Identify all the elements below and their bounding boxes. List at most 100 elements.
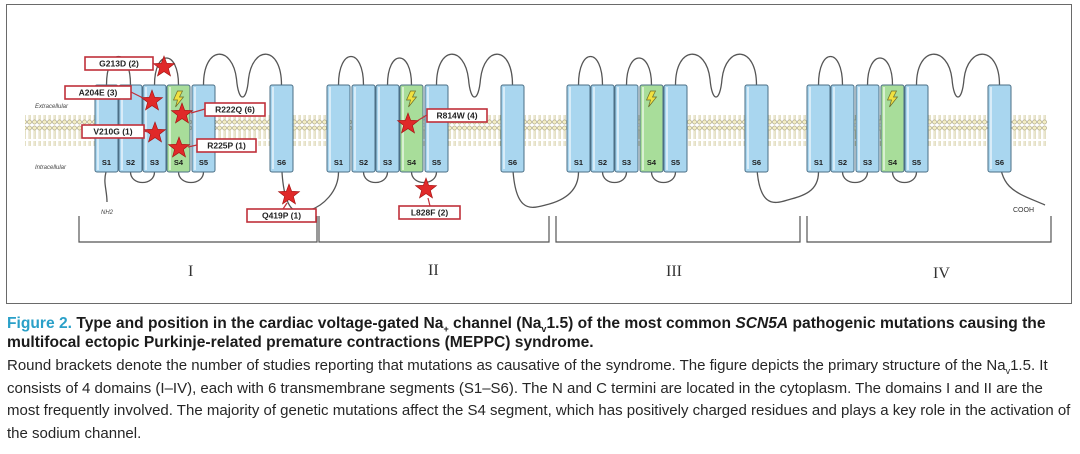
- mutation-markers: G213D (2) A204E (3) V210G (1) R222Q (6) R225…: [64, 55, 488, 223]
- body-part-1: Round brackets denote the number of stud…: [7, 357, 1006, 374]
- segment-d2-s1: [326, 84, 351, 173]
- segment-label: S6: [995, 158, 1004, 167]
- segment-d3-s5: [663, 84, 688, 173]
- segment-label: S5: [199, 158, 208, 167]
- segment-label: S1: [102, 158, 111, 167]
- title-part-3: 1.5) of the most common: [546, 315, 736, 332]
- voltage-sensor-bolt-icon: [405, 90, 418, 108]
- domain-label-3: III: [666, 263, 682, 280]
- segment-d3-s1: [566, 84, 591, 173]
- star-r222q: [170, 102, 194, 124]
- bracket-domain-2: [318, 216, 550, 243]
- segment-d2-s2: [351, 84, 376, 173]
- segment-d3-s6: [744, 84, 769, 173]
- segment-d4-s5: [904, 84, 929, 173]
- segment-d4-s4: [880, 84, 905, 173]
- star-g213d: [152, 55, 176, 77]
- segment-d1-s6: [269, 84, 294, 173]
- bracket-domain-4: [806, 216, 1052, 243]
- mutation-connector: [282, 202, 288, 210]
- mutation-connector: [187, 144, 198, 148]
- mutation-label: V210G (1): [93, 127, 132, 137]
- segment-d2-s3: [375, 84, 400, 173]
- title-part-4: pathogenic mutations causing the multifo…: [7, 315, 1046, 351]
- domain-label-1: I: [188, 263, 193, 280]
- mutation-label: Q419P (1): [262, 211, 301, 221]
- backbone-loops: [104, 53, 1046, 213]
- domain-brackets: [78, 216, 1052, 243]
- segment-d4-s6: [987, 84, 1012, 173]
- segment-d4-s1: [806, 84, 831, 173]
- mutation-connector: [190, 108, 206, 114]
- mutation-label: R814W (4): [436, 111, 477, 121]
- segment-label: S3: [622, 158, 631, 167]
- mutation-label: R222Q (6): [215, 105, 255, 115]
- caption-body: Round brackets denote the number of stud…: [7, 355, 1073, 445]
- backbone-path: [104, 53, 1046, 213]
- bracket-domain-1: [78, 216, 318, 243]
- segment-label: S3: [863, 158, 872, 167]
- segment-d4-s3: [855, 84, 880, 173]
- voltage-sensor-bolt-icon: [172, 90, 185, 108]
- mutation-label: G213D (2): [99, 59, 139, 69]
- domain-label-4: IV: [933, 265, 950, 282]
- body-sub-v: v: [1005, 366, 1011, 376]
- voltage-sensor-bolt-icon: [886, 90, 899, 108]
- segment-label: S4: [647, 158, 657, 167]
- segment-label: S6: [508, 158, 517, 167]
- n-terminus-label: NH2: [101, 210, 114, 216]
- mutation-label: R225P (1): [207, 141, 246, 151]
- domain-label-2: II: [428, 262, 439, 279]
- segment-d3-s3: [614, 84, 639, 173]
- extracellular-label: Extracellular: [35, 104, 69, 110]
- segment-label: S2: [838, 158, 847, 167]
- mutation-connector: [427, 197, 431, 207]
- mutation-label: L828F (2): [411, 208, 448, 218]
- mutation-connector: [152, 62, 158, 67]
- star-r814w: [396, 112, 420, 134]
- segment-label: S2: [598, 158, 607, 167]
- segment-label: S5: [912, 158, 921, 167]
- segment-label: S6: [277, 158, 286, 167]
- segment-label: S3: [383, 158, 392, 167]
- body-part-2: 1.5. It consists of 4 domains (I–IV), ea…: [7, 357, 1071, 442]
- segment-label: S5: [671, 158, 680, 167]
- segment-label: S6: [752, 158, 761, 167]
- title-sub-plus: +: [443, 324, 449, 335]
- mutation-label: A204E (3): [79, 88, 118, 98]
- bracket-domain-3: [555, 216, 801, 243]
- segment-d3-s4: [639, 84, 664, 173]
- mutation-connector: [416, 114, 428, 122]
- star-r225p: [167, 136, 191, 158]
- voltage-sensor-bolt-icon: [645, 90, 658, 108]
- title-sub-v: v: [541, 324, 547, 335]
- figure-caption: Figure 2. Type and position in the cardi…: [7, 314, 1073, 445]
- segment-label: S2: [359, 158, 368, 167]
- figure-label: Figure 2.: [7, 315, 72, 332]
- segment-label: S2: [126, 158, 135, 167]
- segment-label: S4: [888, 158, 898, 167]
- segment-label: S4: [407, 158, 417, 167]
- caption-title: Figure 2. Type and position in the cardi…: [7, 314, 1073, 352]
- title-gene: SCN5A: [735, 315, 789, 332]
- title-part-1: Type and position in the cardiac voltage…: [76, 315, 444, 332]
- star-l828f: [414, 177, 438, 199]
- segment-d1-s4: [166, 84, 191, 173]
- star-v210g: [143, 121, 167, 143]
- segment-label: S1: [814, 158, 823, 167]
- segment-d2-s6: [500, 84, 525, 173]
- c-terminus-label: COOH: [1013, 207, 1034, 214]
- segment-label: S3: [150, 158, 159, 167]
- star-q419p: [277, 183, 301, 205]
- segment-label: S5: [432, 158, 441, 167]
- segment-label: S4: [174, 158, 184, 167]
- segment-d3-s2: [590, 84, 615, 173]
- mutation-label-box: [246, 208, 317, 223]
- intracellular-label: Intracellular: [35, 165, 67, 171]
- mutation-connector: [143, 130, 149, 133]
- segment-label: S1: [334, 158, 343, 167]
- mutation-connector: [130, 91, 146, 100]
- title-part-2: channel (Na: [448, 315, 542, 332]
